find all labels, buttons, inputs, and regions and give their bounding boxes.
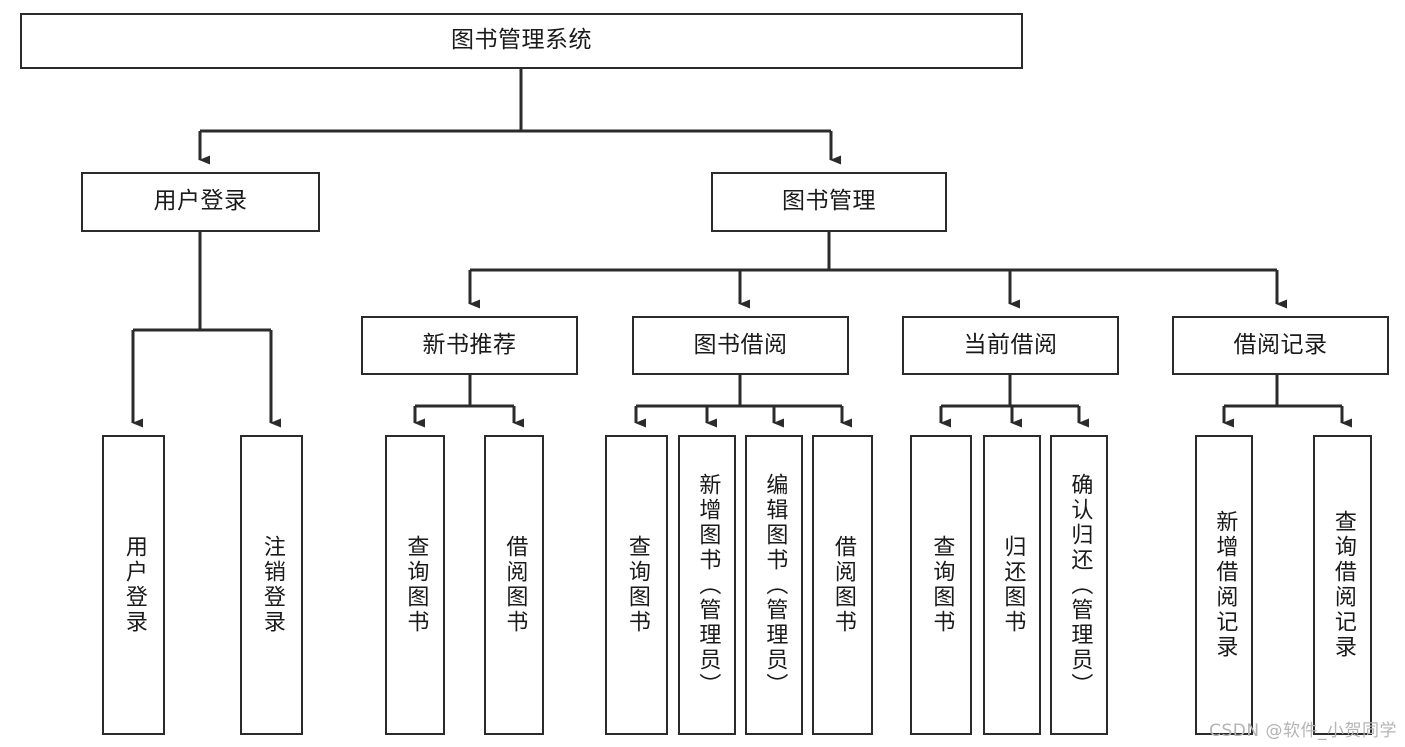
leaf-borrow-book-nbr-label: 借阅图书 <box>502 535 528 635</box>
node-borrow-record[interactable]: 借阅记录 <box>1172 316 1389 375</box>
node-user-login-label: 用户登录 <box>153 188 248 215</box>
node-book-borrow[interactable]: 图书借阅 <box>632 316 849 375</box>
leaf-add-borrow-record[interactable]: 新增借阅记录 <box>1195 435 1253 735</box>
node-new-book-recommend[interactable]: 新书推荐 <box>361 316 578 375</box>
leaf-query-book-cb[interactable]: 查询图书 <box>910 435 972 735</box>
leaf-add-book-admin[interactable]: 新增图书（管理员） <box>678 435 736 735</box>
leaf-return-book-label: 归还图书 <box>1000 535 1026 635</box>
node-book-management[interactable]: 图书管理 <box>711 172 947 232</box>
leaf-query-borrow-record[interactable]: 查询借阅记录 <box>1313 435 1372 735</box>
leaf-query-book-nbr[interactable]: 查询图书 <box>385 435 445 735</box>
node-user-login[interactable]: 用户登录 <box>81 172 320 232</box>
leaf-query-book-bb-label: 查询图书 <box>624 535 650 635</box>
leaf-confirm-return-admin[interactable]: 确认归还（管理员） <box>1050 435 1108 735</box>
leaf-user-login[interactable]: 用户登录 <box>102 435 165 735</box>
node-root[interactable]: 图书管理系统 <box>20 13 1023 69</box>
leaf-confirm-return-admin-label: 确认归还（管理员） <box>1067 472 1093 698</box>
leaf-return-book[interactable]: 归还图书 <box>983 435 1041 735</box>
node-book-borrow-label: 图书借阅 <box>693 331 788 358</box>
leaf-borrow-book-bb-label: 借阅图书 <box>830 535 856 635</box>
leaf-edit-book-admin[interactable]: 编辑图书（管理员） <box>745 435 803 735</box>
leaf-add-borrow-record-label: 新增借阅记录 <box>1212 510 1238 660</box>
leaf-borrow-book-bb[interactable]: 借阅图书 <box>812 435 873 735</box>
node-current-borrow[interactable]: 当前借阅 <box>902 316 1119 375</box>
leaf-logout[interactable]: 注销登录 <box>240 435 303 735</box>
leaf-user-login-label: 用户登录 <box>121 535 147 635</box>
leaf-query-book-bb[interactable]: 查询图书 <box>605 435 668 735</box>
leaf-query-book-nbr-label: 查询图书 <box>403 535 429 635</box>
node-new-book-recommend-label: 新书推荐 <box>422 331 517 358</box>
leaf-logout-label: 注销登录 <box>259 535 285 635</box>
node-borrow-record-label: 借阅记录 <box>1233 331 1328 358</box>
node-root-label: 图书管理系统 <box>451 27 592 54</box>
leaf-query-borrow-record-label: 查询借阅记录 <box>1330 510 1356 660</box>
leaf-edit-book-admin-label: 编辑图书（管理员） <box>762 472 788 698</box>
leaf-borrow-book-nbr[interactable]: 借阅图书 <box>484 435 544 735</box>
node-book-management-label: 图书管理 <box>782 188 876 215</box>
node-current-borrow-label: 当前借阅 <box>963 331 1058 358</box>
leaf-query-book-cb-label: 查询图书 <box>929 535 955 635</box>
leaf-add-book-admin-label: 新增图书（管理员） <box>695 472 721 698</box>
